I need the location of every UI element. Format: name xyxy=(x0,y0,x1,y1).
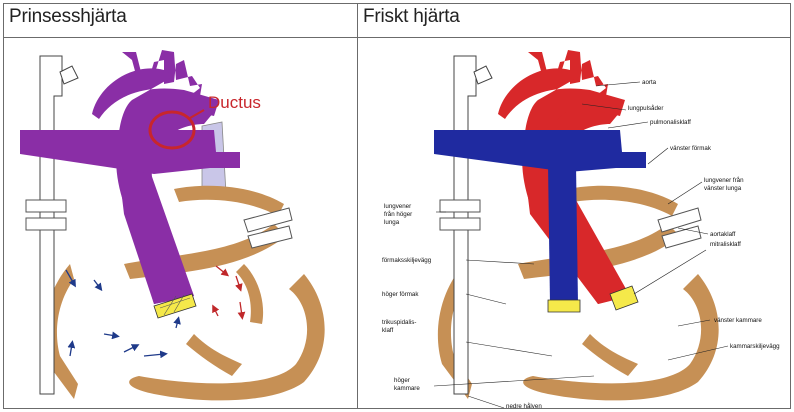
label-lungvener-vanster-2: vänster lunga xyxy=(704,185,742,192)
atrial-wall xyxy=(174,186,284,216)
pulmonary-valve xyxy=(548,300,580,312)
label-lungvener-hoger-1: lungvener xyxy=(384,203,411,210)
vena-cava-top xyxy=(60,66,78,84)
label-trikuspidalis-1: trikuspidalis- xyxy=(382,319,416,326)
label-kammarskiljevagg: kammarskiljevägg xyxy=(730,343,780,350)
vena-cava-top xyxy=(474,66,492,84)
label-aorta: aorta xyxy=(642,79,657,86)
label-lungvener-hoger-3: lunga xyxy=(384,219,400,226)
label-hoger-kammare-1: höger xyxy=(394,377,410,384)
pulmonary-veins-left xyxy=(244,208,292,248)
atrial-wall xyxy=(568,186,678,216)
label-pulmonalisklaff: pulmonalisklaff xyxy=(650,119,691,126)
diagram-friskt-hjarta: aorta lungpulsåder pulmonalisklaff vänst… xyxy=(358,4,792,410)
septum-lower xyxy=(582,334,638,376)
label-trikuspidalis-2: klaff xyxy=(382,327,394,334)
label-nedre-halven: nedre hålven xyxy=(506,403,542,410)
pulmonary-trunk xyxy=(548,164,578,304)
label-hoger-formak: höger förmak xyxy=(382,291,419,298)
label-formaksskiljevagg: förmaksskiljevägg xyxy=(382,257,432,264)
label-aortaklaff: aortaklaff xyxy=(710,231,736,238)
diagram-prinsesshjarta: Ductus xyxy=(4,4,359,410)
label-vanster-kammare: vänster kammare xyxy=(714,317,762,324)
panel-prinsesshjarta: Prinsesshjärta xyxy=(3,3,358,409)
label-mitralisklaff: mitralisklaff xyxy=(710,241,741,248)
label-vanster-formak: vänster förmak xyxy=(670,145,712,152)
label-hoger-kammare-2: kammare xyxy=(394,385,420,392)
label-lungvener-hoger-2: från höger xyxy=(384,211,412,218)
septum-lower xyxy=(186,334,242,376)
label-lungpulsader: lungpulsåder xyxy=(628,105,663,112)
ductus-label: Ductus xyxy=(208,93,261,112)
label-lungvener-vanster-1: lungvener från xyxy=(704,177,744,184)
panel-friskt-hjarta: Friskt hjärta xyxy=(357,3,791,409)
right-wall xyxy=(236,264,263,324)
